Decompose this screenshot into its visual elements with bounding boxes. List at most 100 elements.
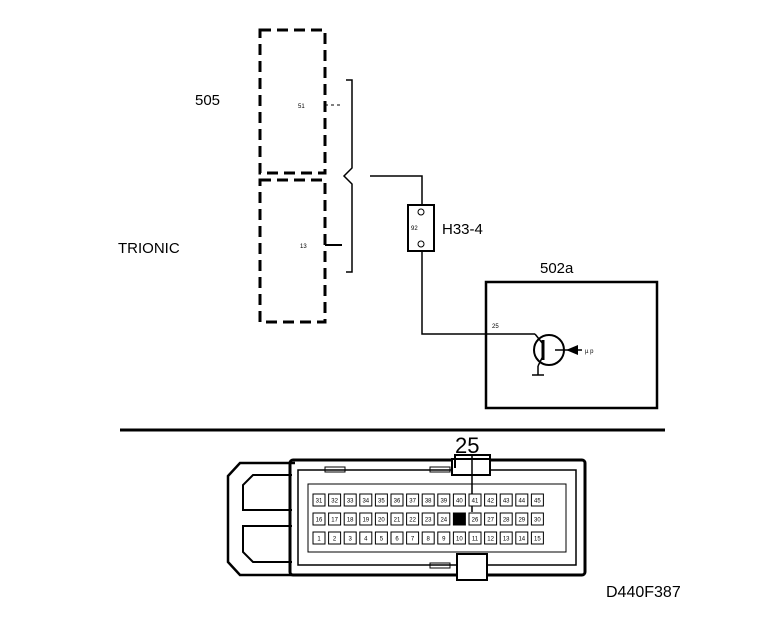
connector-pin-label: 5 (380, 537, 384, 543)
pin-51-label: 51 (298, 104, 305, 110)
transistor-ground (532, 366, 544, 376)
connector-pin-label: 7 (411, 537, 415, 543)
connector-pin-10 (452, 531, 466, 545)
connector-pin-label: 36 (394, 499, 401, 505)
connector-pin-23 (421, 512, 435, 526)
connector-pin-20 (374, 512, 388, 526)
connector-pin-40 (452, 493, 466, 507)
wire-h33-to-502a (421, 251, 535, 335)
connector-pin-8 (421, 531, 435, 545)
pin-25-callout-label: 25 (455, 433, 479, 458)
connector-h33-label: H33-4 (442, 221, 483, 238)
connector-body-outer (288, 458, 587, 577)
connector-pin-6 (390, 531, 404, 545)
connector-pin-26 (468, 512, 482, 526)
connector-pin-label: 41 (472, 499, 479, 505)
connector-pin-1 (312, 531, 326, 545)
ecu-505-upper-box (258, 28, 327, 175)
connector-pin-label: 31 (316, 499, 323, 505)
connector-pin-30 (530, 512, 544, 526)
connector-latch (226, 461, 295, 577)
connector-pin-label: 18 (347, 518, 354, 524)
component-502a-pin-label: 25 (492, 324, 499, 330)
connector-pin-label: 14 (518, 537, 525, 543)
component-502a-box (484, 280, 659, 410)
connector-pin-label: 19 (362, 518, 369, 524)
connector-pin-label: 21 (394, 518, 401, 524)
connector-body-inner (297, 469, 577, 566)
connector-pin-7 (406, 531, 420, 545)
connector-pin-17 (328, 512, 342, 526)
connector-tab-bottom (429, 562, 451, 569)
connector-pin-label: 42 (487, 499, 494, 505)
connector-pin-34 (359, 493, 373, 507)
connector-pin-44 (515, 493, 529, 507)
connector-pin-label: 29 (518, 518, 525, 524)
microprocessor-label: µ p (585, 349, 594, 355)
connector-pin-label: 28 (503, 518, 510, 524)
connector-pin-label: 17 (331, 518, 338, 524)
connector-pin-label: 1 (317, 537, 321, 543)
connector-pin-label: 27 (487, 518, 494, 524)
connector-pin-label: 32 (331, 499, 338, 505)
connector-pin-27 (484, 512, 498, 526)
connector-pin-label: 35 (378, 499, 385, 505)
connector-pin-label: 37 (409, 499, 416, 505)
connector-latch-inner (242, 474, 292, 563)
connector-pin-35 (374, 493, 388, 507)
connector-pin-43 (499, 493, 513, 507)
h33-pin-label: 92 (411, 226, 418, 232)
connector-tab-top (324, 466, 346, 473)
connector-pin-field (307, 483, 567, 553)
ecu-505-lower-box (258, 178, 327, 324)
connector-pin-37 (406, 493, 420, 507)
connector-pin-label: 33 (347, 499, 354, 505)
connector-pin-21 (390, 512, 404, 526)
connector-pin-19 (359, 512, 373, 526)
connector-pin-label: 16 (316, 518, 323, 524)
connector-pin-label: 45 (534, 499, 541, 505)
connector-pin-33 (343, 493, 357, 507)
transistor-collector (534, 333, 544, 345)
connector-pin-13 (499, 531, 513, 545)
connector-pin-12 (484, 531, 498, 545)
connector-pin-24 (437, 512, 451, 526)
connector-pin-label: 26 (472, 518, 479, 524)
transistor-input-arrow (566, 345, 578, 355)
connector-pin-4 (359, 531, 373, 545)
connector-pin-18 (343, 512, 357, 526)
connector-pin-31 (312, 493, 326, 507)
connector-pin-label: 25 (456, 518, 463, 524)
connector-pin-label: 6 (395, 537, 399, 543)
connector-pin-label: 22 (409, 518, 416, 524)
connector-pin-39 (437, 493, 451, 507)
connector-pin-label: 10 (456, 537, 463, 543)
connector-pin-label: 20 (378, 518, 385, 524)
h33-top-terminal (417, 208, 425, 216)
connector-pin-38 (421, 493, 435, 507)
connector-pin-3 (343, 531, 357, 545)
connector-pin-label: 12 (487, 537, 494, 543)
connector-pin-41 (468, 493, 482, 507)
pin-group-brace (342, 79, 353, 273)
connector-key-bottom (456, 553, 488, 581)
connector-pin-28 (499, 512, 513, 526)
connector-pin-9 (437, 531, 451, 545)
connector-pin-label: 2 (333, 537, 337, 543)
connector-key-top (451, 458, 491, 476)
connector-pin-36 (390, 493, 404, 507)
connector-pin-label: 4 (364, 537, 368, 543)
connector-pin-label: 13 (503, 537, 510, 543)
connector-pin-label: 44 (518, 499, 525, 505)
pin-13-label: 13 (300, 244, 307, 250)
component-505-name: TRIONIC (118, 240, 180, 257)
connector-pin-label: 30 (534, 518, 541, 524)
connector-pin-label: 39 (440, 499, 447, 505)
connector-pin-label: 23 (425, 518, 432, 524)
connector-pin-45 (530, 493, 544, 507)
connector-pin-2 (328, 531, 342, 545)
connector-pin-15 (530, 531, 544, 545)
